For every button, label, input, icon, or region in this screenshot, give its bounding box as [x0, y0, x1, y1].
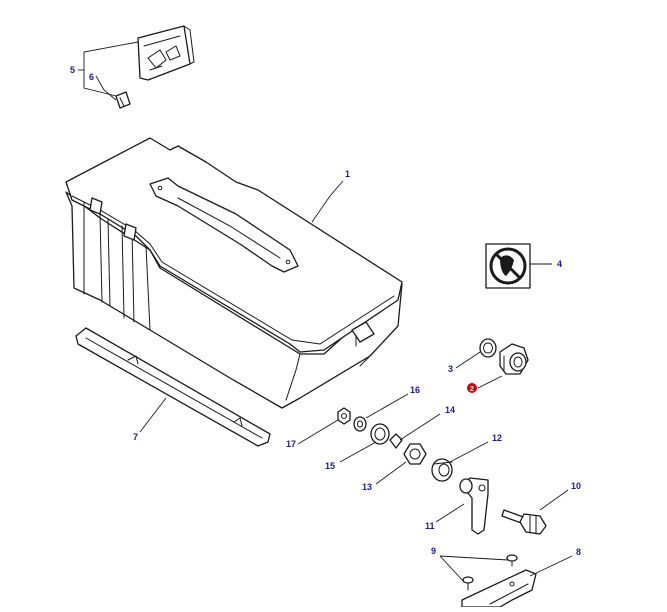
lock-part-2 — [499, 343, 529, 375]
svg-text:5: 5 — [70, 65, 75, 75]
svg-text:9: 9 — [431, 546, 436, 556]
clip-part-6 — [115, 91, 131, 109]
svg-text:6: 6 — [89, 72, 94, 82]
svg-text:8: 8 — [576, 547, 581, 557]
callout-13[interactable]: 13 — [362, 482, 372, 492]
rail-part-7 — [75, 327, 271, 447]
svg-text:2: 2 — [470, 386, 474, 393]
svg-text:16: 16 — [410, 385, 420, 395]
bushing-part-12 — [431, 458, 453, 482]
toolbox-part-1 — [65, 137, 403, 409]
leader-lines — [78, 41, 573, 583]
callout-16[interactable]: 16 — [410, 385, 420, 395]
svg-text:14: 14 — [445, 405, 455, 415]
callout-3[interactable]: 3 — [448, 364, 453, 374]
callout-1[interactable]: 1 — [345, 169, 350, 179]
callout-9[interactable]: 9 — [431, 546, 436, 556]
nut-part-17 — [337, 407, 351, 425]
svg-text:10: 10 — [571, 481, 581, 491]
svg-text:13: 13 — [362, 482, 372, 492]
svg-text:4: 4 — [557, 259, 562, 269]
knob-part-10 — [501, 509, 547, 535]
callout-7[interactable]: 7 — [133, 432, 138, 442]
callout-5[interactable]: 5 — [70, 65, 75, 75]
svg-text:7: 7 — [133, 432, 138, 442]
callout-10[interactable]: 10 — [571, 481, 581, 491]
svg-text:12: 12 — [492, 433, 502, 443]
screw-part-9b — [462, 576, 474, 591]
ring-part-15 — [370, 423, 390, 445]
svg-text:15: 15 — [325, 461, 335, 471]
svg-text:3: 3 — [448, 364, 453, 374]
callout-8[interactable]: 8 — [576, 547, 581, 557]
washer-part-16 — [353, 416, 367, 432]
callout-11[interactable]: 11 — [425, 521, 435, 531]
svg-text:17: 17 — [286, 439, 296, 449]
callout-4[interactable]: 4 — [557, 259, 562, 269]
bracket-part-5 — [137, 25, 195, 81]
callout-12[interactable]: 12 — [492, 433, 502, 443]
svg-text:11: 11 — [425, 521, 435, 531]
screw-part-9a — [506, 554, 518, 567]
svg-text:1: 1 — [345, 169, 350, 179]
plate-part-8 — [461, 569, 537, 608]
callout-6[interactable]: 6 — [89, 72, 94, 82]
callout-2[interactable]: 2 — [467, 383, 477, 393]
callout-15[interactable]: 15 — [325, 461, 335, 471]
ring-part-14 — [389, 433, 403, 449]
no-smoking-icon — [485, 243, 531, 289]
callout-14[interactable]: 14 — [445, 405, 455, 415]
hex-nut-part-13 — [403, 443, 427, 465]
callout-17[interactable]: 17 — [286, 439, 296, 449]
highlight-badge — [467, 383, 477, 393]
washer-part-3 — [479, 338, 497, 358]
lever-part-11 — [459, 477, 489, 535]
